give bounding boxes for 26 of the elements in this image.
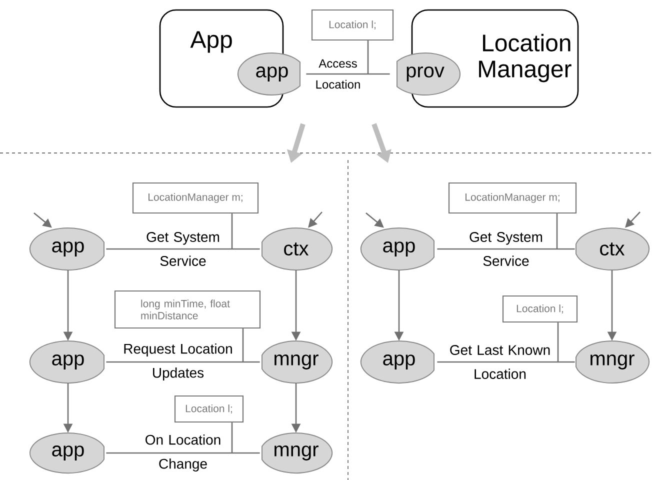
code-box: Location l;	[174, 395, 244, 423]
code-box: LocationManager m;	[448, 182, 577, 214]
arrow	[366, 212, 384, 228]
edge-label: Get System Service	[470, 232, 542, 266]
connector-line	[106, 452, 260, 454]
leader-line	[556, 214, 558, 249]
leader-line	[231, 214, 233, 249]
leader-line	[367, 40, 369, 74]
leader-line	[242, 328, 244, 362]
edge-label: Get Last Known Location	[450, 345, 550, 379]
connector-line	[437, 248, 575, 250]
connector-line	[437, 361, 575, 363]
code-box: Location l;	[311, 9, 394, 41]
edge-label: Access Location	[316, 59, 360, 89]
connector-line	[106, 361, 260, 363]
leader-line	[231, 422, 233, 453]
leader-line	[557, 322, 559, 362]
code-box: long minTime, float minDistance	[114, 290, 261, 329]
code-box: Location l;	[502, 295, 578, 323]
connector-line	[306, 73, 390, 75]
edge-label: On Location Change	[146, 434, 220, 472]
connector-line	[106, 248, 260, 250]
edge-label: Get System Service	[146, 232, 220, 266]
arrow	[34, 212, 52, 228]
code-box: LocationManager m;	[132, 182, 259, 214]
edge-label: Request Location Updates	[124, 343, 232, 381]
